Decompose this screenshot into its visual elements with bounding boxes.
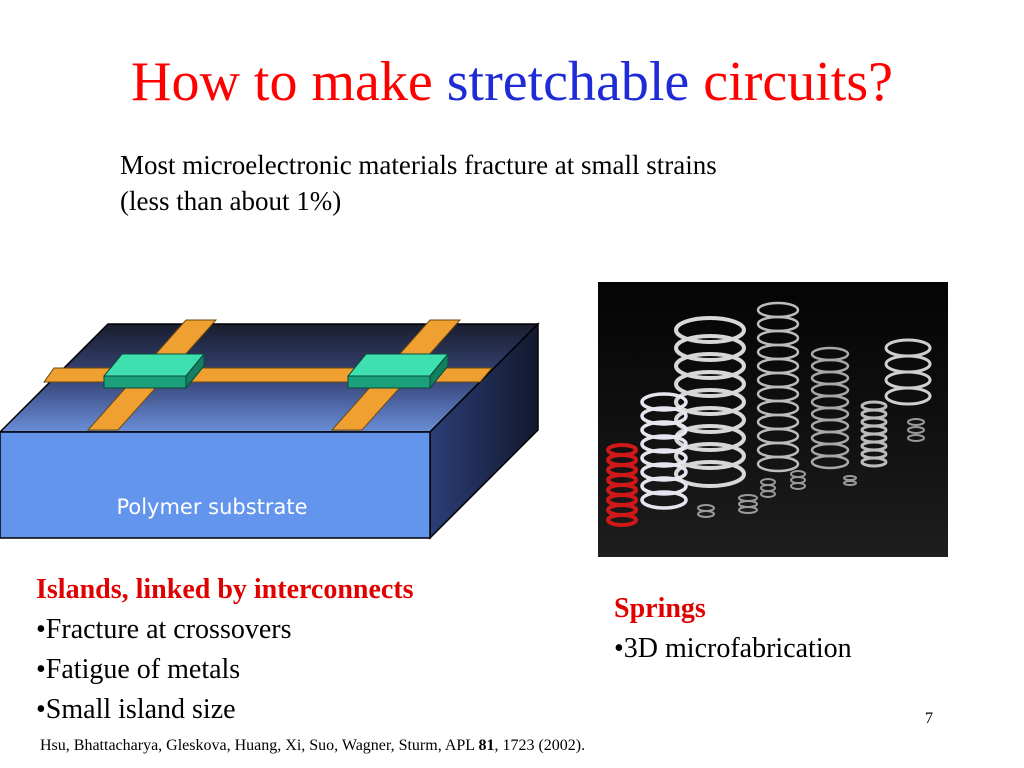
- island-right: [346, 352, 450, 390]
- title-part-circuits: circuits?: [689, 51, 893, 113]
- citation-pages: , 1723 (2002).: [494, 737, 586, 754]
- list-item: •Fatigue of metals: [36, 654, 241, 685]
- islands-list: Islands, linked by interconnects •Fractu…: [36, 570, 576, 730]
- intro-line-1: Most microelectronic materials fracture …: [120, 150, 717, 180]
- title-part-stretchable: stretchable: [446, 51, 690, 113]
- springs-photo: [598, 282, 948, 557]
- substrate-front-face: [0, 431, 431, 539]
- slide-title: How to make stretchable circuits?: [0, 50, 1024, 114]
- spring-tall: [756, 301, 800, 473]
- intro-line-2: (less than about 1%): [120, 186, 342, 216]
- list-item: •3D microfabrication: [614, 633, 852, 664]
- list-item: •Fracture at crossovers: [36, 614, 292, 645]
- intro-text: Most microelectronic materials fracture …: [120, 147, 920, 219]
- spring-red: [606, 443, 638, 527]
- substrate-label: Polymer substrate: [116, 495, 307, 519]
- spring-small-group: [697, 418, 925, 518]
- page-number: 7: [925, 710, 933, 727]
- spring-short: [860, 400, 888, 468]
- citation-authors: Hsu, Bhattacharya, Gleskova, Huang, Xi, …: [40, 737, 479, 754]
- title-part-how-to-make: How to make: [131, 51, 447, 113]
- spring-medium: [810, 346, 850, 470]
- islands-heading: Islands, linked by interconnects: [36, 574, 414, 605]
- spring-right: [884, 338, 932, 406]
- island-interconnect-diagram: Polymer substrate: [0, 319, 540, 540]
- list-item: •Small island size: [36, 694, 236, 725]
- island-left: [102, 352, 206, 390]
- spring-white: [640, 392, 688, 510]
- springs-heading: Springs: [614, 593, 706, 624]
- citation: Hsu, Bhattacharya, Gleskova, Huang, Xi, …: [40, 737, 1020, 755]
- citation-volume: 81: [478, 737, 495, 754]
- springs-list: Springs •3D microfabrication: [614, 589, 994, 669]
